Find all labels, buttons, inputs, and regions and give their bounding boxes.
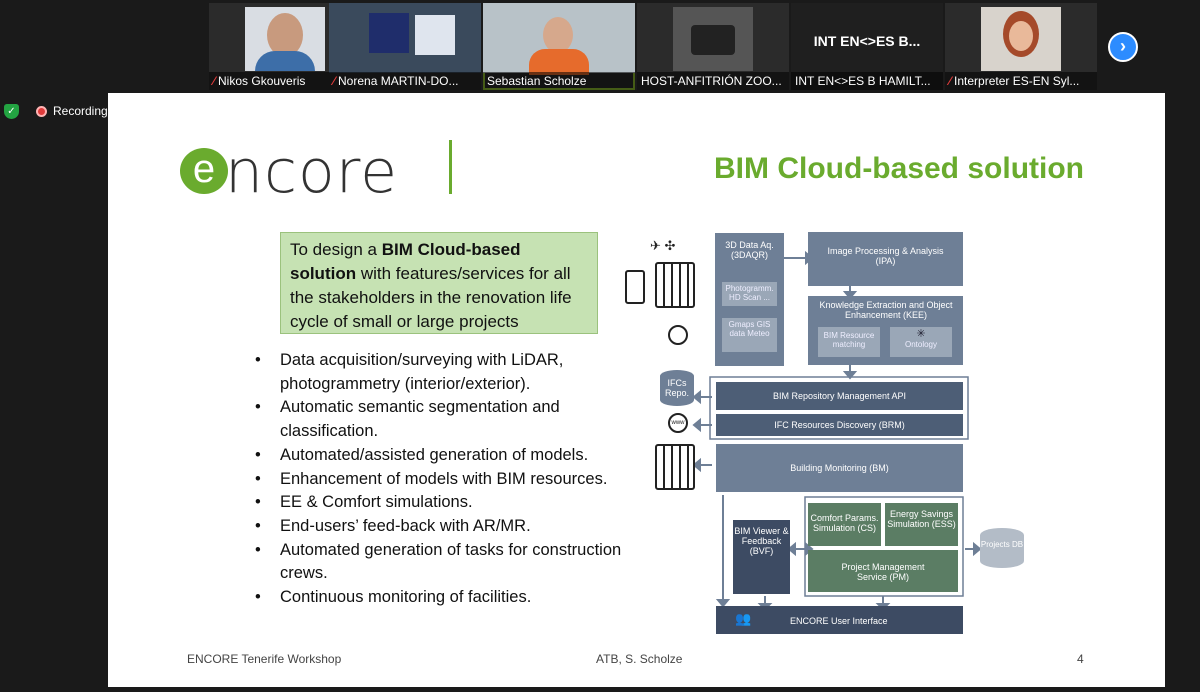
list-item: Continuous monitoring of facilities. bbox=[255, 586, 635, 610]
participant-name-bar: INT EN<>ES B HAMILT... bbox=[791, 72, 943, 90]
projects-db-cylinder: Projects DB bbox=[980, 528, 1024, 568]
drone-icon: ✈ ✣ bbox=[650, 238, 676, 253]
diagram-block-photogrammetry: Photogramm. HD Scan ... bbox=[722, 282, 777, 306]
building-icon bbox=[655, 262, 695, 308]
participant-video bbox=[245, 7, 325, 71]
diagram-block-bm: Building Monitoring (BM) bbox=[716, 444, 963, 492]
recording-indicator-icon[interactable] bbox=[36, 106, 47, 117]
encore-logo-text: ncore bbox=[225, 137, 398, 207]
diagram-block-pm: Project Management Service (PM) bbox=[808, 550, 958, 592]
chevron-right-icon: › bbox=[1120, 36, 1126, 56]
participant-strip: ⁄Nikos Gkouveris ⁄Norena MARTIN-DO... Se… bbox=[175, 0, 1097, 92]
list-item: Automated generation of tasks for constr… bbox=[255, 539, 635, 586]
participant-tile[interactable]: ⁄Interpreter ES-EN Syl... bbox=[945, 3, 1097, 90]
participant-name-display: INT EN<>ES B... bbox=[813, 33, 921, 49]
globe-icon bbox=[668, 325, 688, 345]
diagram-block-ipa: Image Processing & Analysis (IPA) bbox=[808, 232, 963, 286]
next-participants-button[interactable]: › bbox=[1108, 32, 1138, 62]
list-item: Data acquisition/surveying with LiDAR, p… bbox=[255, 349, 635, 396]
participant-name-bar: ⁄Norena MARTIN-DO... bbox=[329, 72, 481, 90]
participant-name: INT EN<>ES B HAMILT... bbox=[795, 74, 931, 88]
kee-label: Knowledge Extraction and Object Enhancem… bbox=[819, 300, 953, 320]
diagram-block-bim-resource: BIM Resource matching bbox=[818, 327, 880, 357]
list-item: End-users’ feed-back with AR/MR. bbox=[255, 515, 635, 539]
shield-icon[interactable]: ✓ bbox=[4, 104, 19, 119]
smartphone-icon bbox=[625, 270, 645, 304]
participant-video bbox=[981, 7, 1061, 71]
diagram-block-ui bbox=[716, 606, 963, 634]
encore-logo-mark: e bbox=[180, 148, 228, 194]
diagram-block-bvf: BIM Viewer & Feedback (BVF) bbox=[733, 520, 790, 594]
participant-video bbox=[483, 3, 635, 75]
participant-video bbox=[329, 3, 481, 73]
participant-name: HOST-ANFITRIÓN ZOO... bbox=[641, 74, 782, 88]
ontology-label: Ontology bbox=[904, 340, 938, 349]
slide-title: BIM Cloud-based solution bbox=[714, 152, 1084, 185]
objective-text-post: with features/services for all the stake… bbox=[290, 264, 572, 331]
footer-center: ATB, S. Scholze bbox=[596, 652, 683, 666]
ui-label: ENCORE User Interface bbox=[790, 616, 888, 626]
diagram-block-brm-api: BIM Repository Management API bbox=[716, 382, 963, 410]
list-item: Automated/assisted generation of models. bbox=[255, 444, 635, 468]
objective-box: To design a BIM Cloud-based solution wit… bbox=[280, 232, 598, 334]
objective-text-bold: BIM Cloud-based solution bbox=[290, 240, 521, 283]
participant-tile[interactable]: HOST-ANFITRIÓN ZOO... bbox=[637, 3, 789, 90]
participant-video bbox=[673, 7, 753, 71]
ifc-repo-cylinder: IFCs Repo. bbox=[660, 370, 694, 406]
daq-label: 3D Data Aq. (3DAQR) bbox=[725, 240, 774, 260]
mic-muted-icon: ⁄ bbox=[333, 74, 336, 88]
participant-name-bar: Sebastian Scholze bbox=[483, 72, 635, 90]
list-item: EE & Comfort simulations. bbox=[255, 491, 635, 515]
footer-left: ENCORE Tenerife Workshop bbox=[187, 652, 342, 666]
participant-tile-active-speaker[interactable]: Sebastian Scholze bbox=[483, 3, 635, 90]
list-item: Enhancement of models with BIM resources… bbox=[255, 468, 635, 492]
logo-divider bbox=[449, 140, 452, 194]
list-item: Automatic semantic segmentation and clas… bbox=[255, 396, 635, 443]
participant-name: Nikos Gkouveris bbox=[218, 74, 306, 88]
www-icon: www bbox=[668, 413, 688, 433]
diagram-block-cs: Comfort Params. Simulation (CS) bbox=[808, 503, 881, 546]
objective-text-pre: To design a bbox=[290, 240, 382, 259]
ontology-graph-icon: ✳ bbox=[916, 328, 926, 340]
participant-name: Interpreter ES-EN Syl... bbox=[954, 74, 1080, 88]
participant-name-bar: ⁄Interpreter ES-EN Syl... bbox=[945, 72, 1097, 90]
mic-muted-icon: ⁄ bbox=[213, 74, 216, 88]
logo-letter: e bbox=[192, 147, 216, 191]
recording-label: Recording bbox=[53, 104, 108, 118]
diagram-block-ontology: ✳Ontology bbox=[890, 327, 952, 357]
participant-tile[interactable]: ⁄Norena MARTIN-DO... bbox=[329, 3, 481, 90]
diagram-block-ess: Energy Savings Simulation (ESS) bbox=[885, 503, 958, 546]
participant-name: Sebastian Scholze bbox=[487, 74, 587, 88]
diagram-block-gis: Gmaps GIS data Meteo bbox=[722, 318, 777, 352]
building-icon bbox=[655, 444, 695, 490]
participant-name-bar: ⁄Nikos Gkouveris bbox=[209, 72, 361, 90]
participant-tile[interactable]: INT EN<>ES B... INT EN<>ES B HAMILT... bbox=[791, 3, 943, 90]
mic-muted-icon: ⁄ bbox=[949, 74, 952, 88]
participant-name: Norena MARTIN-DO... bbox=[338, 74, 459, 88]
diagram-block-ifc-discovery: IFC Resources Discovery (BRM) bbox=[716, 414, 963, 436]
page-number: 4 bbox=[1077, 652, 1084, 666]
participant-name-bar: HOST-ANFITRIÓN ZOO... bbox=[637, 72, 789, 90]
feature-list: Data acquisition/surveying with LiDAR, p… bbox=[255, 349, 635, 610]
users-icon: 👥 bbox=[735, 611, 752, 626]
